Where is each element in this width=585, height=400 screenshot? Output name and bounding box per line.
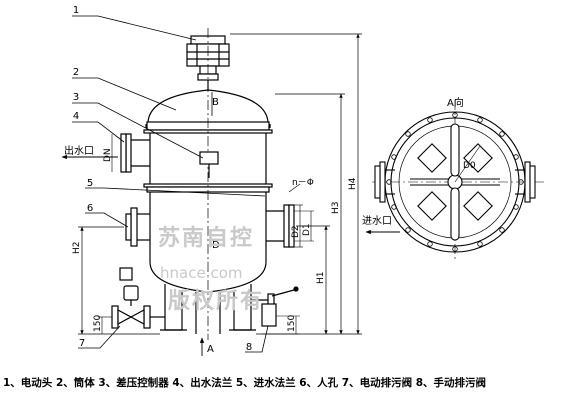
parts-legend: 1、电动头 2、筒体 3、差压控制器 4、出水法兰 5、进水法兰 6、人孔 7、… (3, 376, 486, 389)
manhole (125, 207, 150, 247)
point-b-label: B (212, 97, 219, 108)
view-a-label: A向 (447, 96, 464, 109)
bolt-ring (386, 112, 524, 252)
callout-2: 2 (73, 67, 79, 78)
callout-7: 7 (79, 338, 85, 349)
callout-6: 6 (87, 203, 93, 214)
h4-label: H4 (348, 177, 358, 190)
h3-label: H3 (331, 202, 341, 215)
direction-a-label: A (207, 344, 214, 355)
inlet-port-label: 进水口 (362, 215, 392, 227)
callout-3: 3 (73, 92, 79, 103)
watermark: 苏南自控 hnace.com 版权所有 (158, 225, 264, 314)
electric-drain-valve (111, 267, 165, 329)
callout-5: 5 (87, 178, 93, 189)
callout-numbers: 1 2 3 4 5 6 7 8 (73, 5, 252, 353)
plan-left-nozzle (374, 161, 395, 203)
h1-label: H1 (316, 272, 326, 285)
manual-drain-valve (251, 286, 299, 327)
point-d-label: D (212, 240, 220, 251)
d2-label: D2 (291, 225, 301, 238)
inlet-flange (266, 204, 295, 248)
dn-label: DN (103, 148, 113, 162)
d0-label: D0 (463, 161, 476, 171)
plan-view-a (372, 100, 545, 262)
dim-150-right: 150 (287, 315, 297, 332)
callout-4: 4 (73, 111, 79, 122)
h2-label: H2 (72, 242, 82, 255)
outlet-port-label: 出水口 (64, 144, 94, 157)
d1-label: D1 (302, 223, 312, 236)
svg-text:hnace.com: hnace.com (160, 264, 243, 282)
dp-controller (199, 151, 219, 178)
outlet-flange (120, 133, 150, 173)
plan-right-nozzle (515, 161, 536, 203)
callout-leaders (72, 15, 269, 353)
front-view (111, 28, 299, 340)
dim-150-left: 150 (93, 315, 103, 332)
callout-1: 1 (73, 5, 79, 16)
support-legs (160, 284, 256, 334)
bolt-holes-label: n－Φ (292, 178, 314, 188)
callout-8: 8 (246, 342, 252, 353)
svg-text:版权所有: 版权所有 (168, 288, 264, 314)
svg-text:苏南自控: 苏南自控 (158, 225, 254, 251)
